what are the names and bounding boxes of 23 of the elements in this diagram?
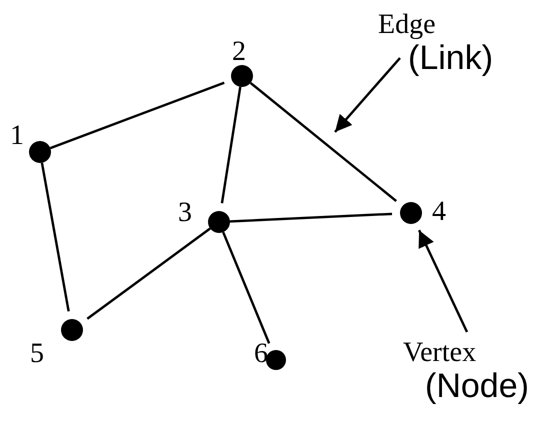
vertex-number: 6 <box>254 340 268 368</box>
vertex-number: 4 <box>432 198 446 226</box>
vertex-number: 1 <box>10 122 24 150</box>
edge-line <box>222 232 270 344</box>
edge-line <box>40 162 70 312</box>
edge-line <box>250 82 397 202</box>
vertex-dot <box>208 211 230 233</box>
edge-line <box>50 82 225 150</box>
arrow <box>334 57 401 133</box>
vertex-dot <box>266 350 286 370</box>
vertex-number: 2 <box>232 38 246 66</box>
edge-line <box>220 86 242 204</box>
vertex-dot <box>61 319 83 341</box>
edge-line <box>86 228 211 320</box>
vertex-dot <box>400 202 422 224</box>
vertex-dot <box>231 65 253 87</box>
annotation-label: Vertex (Node) <box>403 338 529 404</box>
arrow <box>418 230 468 333</box>
vertex-dot <box>29 141 51 163</box>
annotation-label: Edge (Link) <box>378 10 494 76</box>
edge-line <box>230 212 392 223</box>
vertex-number: 3 <box>178 199 192 227</box>
vertex-number: 5 <box>30 340 44 368</box>
